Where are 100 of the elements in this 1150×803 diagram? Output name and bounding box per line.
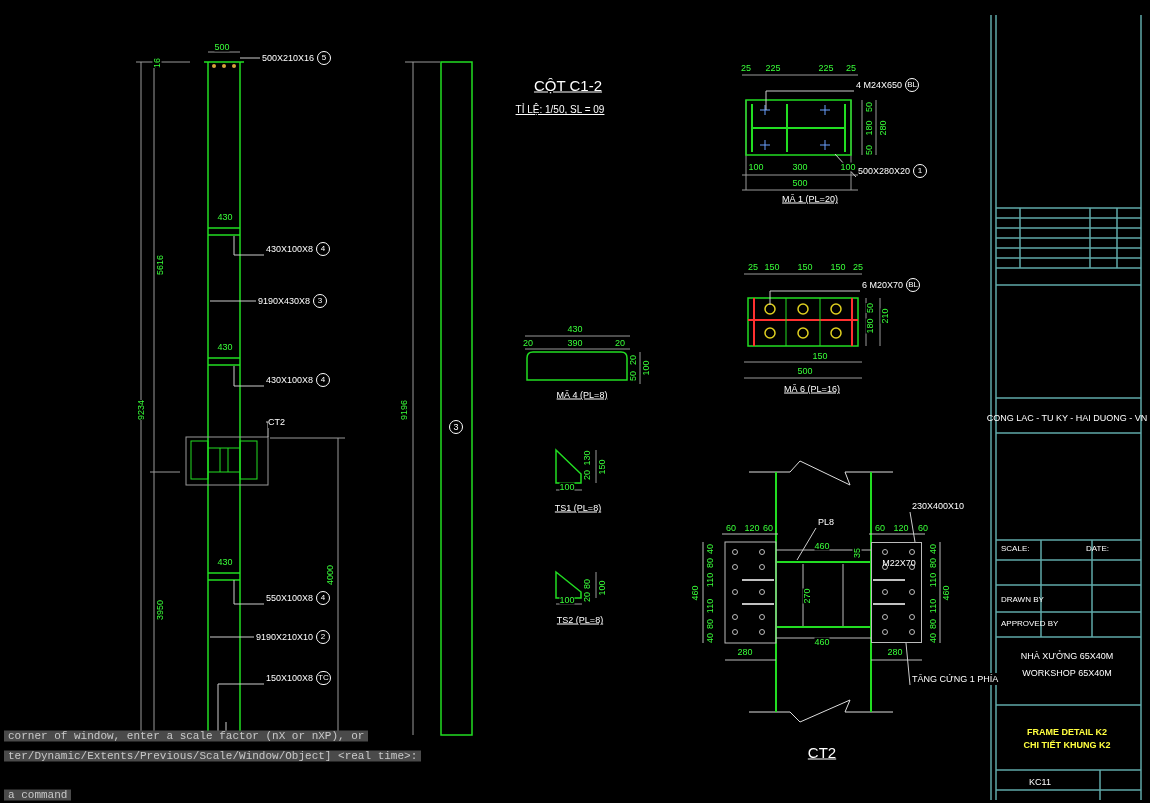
part-label: 9190X430X8 (258, 295, 311, 307)
dimension-text: 25 (853, 262, 863, 272)
leader-line (209, 300, 257, 302)
callout-number: 3 (313, 294, 328, 308)
field-label: DATE: (1086, 545, 1109, 553)
leader-line (796, 527, 817, 561)
dimension-text: 100 (559, 482, 575, 492)
dimension-text: 3950 (155, 600, 165, 620)
callout-number: 1 (913, 164, 928, 178)
drawing-heading: CỘT C1-2 (533, 77, 603, 93)
leader-line (233, 365, 265, 387)
detail-caption: TS1 (PL=8) (554, 503, 602, 513)
part-label: 9190X210X10 (256, 631, 314, 643)
dimension-text: 20 (582, 592, 592, 602)
end-plate (871, 542, 922, 643)
part-label: 430X100X8 (266, 374, 314, 386)
dimension-text: 280 (878, 120, 888, 136)
callout-number: TC (316, 671, 331, 685)
dimension-text: 60 (763, 523, 773, 533)
dimension-text: 430 (217, 212, 233, 222)
leader-line (909, 511, 916, 543)
dimension-text: 150 (597, 459, 607, 475)
part-label: 230X400X10 (912, 500, 965, 512)
callout-number: 4 (316, 591, 331, 605)
dimension-text: 100 (641, 360, 651, 376)
dimension-text: 460 (814, 541, 830, 551)
part-label: TĂNG CỨNG 1 PHÍA (912, 673, 999, 685)
part-label: PL8 (818, 516, 834, 528)
dimension-text: 9234 (136, 400, 146, 420)
part-label: 500X210X16 (262, 52, 315, 64)
leader-line (233, 579, 265, 605)
dimension-text: 500 (797, 366, 813, 376)
dimension-text: 100 (597, 580, 607, 596)
dimension-text: 60 (918, 523, 928, 533)
part-label: 150X100X8 (266, 672, 314, 684)
drawing-heading: CT2 (807, 744, 837, 760)
dimension-text: 130 (582, 450, 592, 466)
dimension-text: 20 (628, 355, 638, 365)
dimension-text: 430 (567, 324, 583, 334)
callout-number: 4 (316, 242, 331, 256)
part-label: 550X100X8 (266, 592, 314, 604)
dimension-text: 210 (880, 308, 890, 324)
leader-line (769, 290, 861, 306)
leader-line (217, 683, 265, 719)
dimension-text: 80 (705, 619, 715, 629)
detail-caption: MÃ 6 (PL=16) (784, 384, 840, 394)
part-label: 430X100X8 (266, 243, 314, 255)
command-line-text: corner of window, enter a scale factor (nX or nXP), or (4, 730, 369, 742)
callout-number: 5 (317, 51, 332, 65)
field-label: APPROVED BY (1001, 620, 1059, 628)
title-block-text: WORKSHOP 65X40M (1022, 668, 1112, 678)
dimension-text: 460 (814, 637, 830, 647)
dimension-text: 390 (567, 338, 583, 348)
dimension-text: 60 (875, 523, 885, 533)
leader-line (765, 90, 855, 111)
dimension-text: 50 (864, 145, 874, 155)
title-block-text: NHÀ XƯỞNG 65X40M (1020, 651, 1114, 661)
dimension-text: 40 (705, 633, 715, 643)
dimension-text: 80 (582, 579, 592, 589)
dimension-text: 4000 (325, 565, 335, 585)
scale-note: TỈ LỆ: 1/50, SL = 09 (515, 105, 605, 115)
callout-number: 2 (316, 630, 331, 644)
dimension-text: 300 (792, 162, 808, 172)
part-label: CT2 (268, 416, 285, 428)
part-label: 6 M20X70 (862, 279, 904, 291)
dimension-text: 110 (705, 598, 715, 614)
bolt-label: M22X70 (882, 558, 916, 568)
title-block-text: CONG LAC - TU KY - HAI DUONG - VN (986, 413, 1148, 423)
detail-caption: MÃ 1 (PL=20) (782, 194, 838, 204)
callout-number: BL (906, 278, 921, 292)
dimension-text: 100 (559, 595, 575, 605)
detail-caption: MÃ 4 (PL=8) (556, 390, 608, 400)
part-label: 500X280X20 (858, 165, 911, 177)
leader-line (209, 636, 255, 638)
dimension-text: 20 (523, 338, 533, 348)
dimension-text: 225 (765, 63, 781, 73)
dimension-text: 50 (865, 303, 875, 313)
command-line-text: ter/Dynamic/Extents/Previous/Scale/Window/Object] <real time>: (4, 750, 422, 762)
dimension-text: 150 (830, 262, 846, 272)
dimension-text: 430 (217, 342, 233, 352)
leader-line (239, 57, 261, 59)
dimension-text: 110 (705, 572, 715, 588)
dimension-text: 460 (941, 585, 951, 601)
part-label: 4 M24X650 (856, 79, 903, 91)
dimension-text: 25 (748, 262, 758, 272)
dimension-text: 280 (737, 647, 753, 657)
callout-number: BL (905, 78, 920, 92)
dimension-text: 35 (852, 548, 862, 558)
dimension-text: 60 (726, 523, 736, 533)
dimension-text: 100 (840, 162, 856, 172)
dimension-text: 100 (748, 162, 764, 172)
callout-number: 4 (316, 373, 331, 387)
dimension-text: 280 (887, 647, 903, 657)
title-block-text: KC11 (1029, 777, 1051, 787)
dimension-text: 180 (865, 318, 875, 334)
dimension-text: 25 (741, 63, 751, 73)
drawing-title: FRAME DETAIL K2 (1026, 727, 1108, 737)
dimension-text: 180 (864, 120, 874, 136)
dimension-text: 150 (812, 351, 828, 361)
dimension-text: 150 (797, 262, 813, 272)
